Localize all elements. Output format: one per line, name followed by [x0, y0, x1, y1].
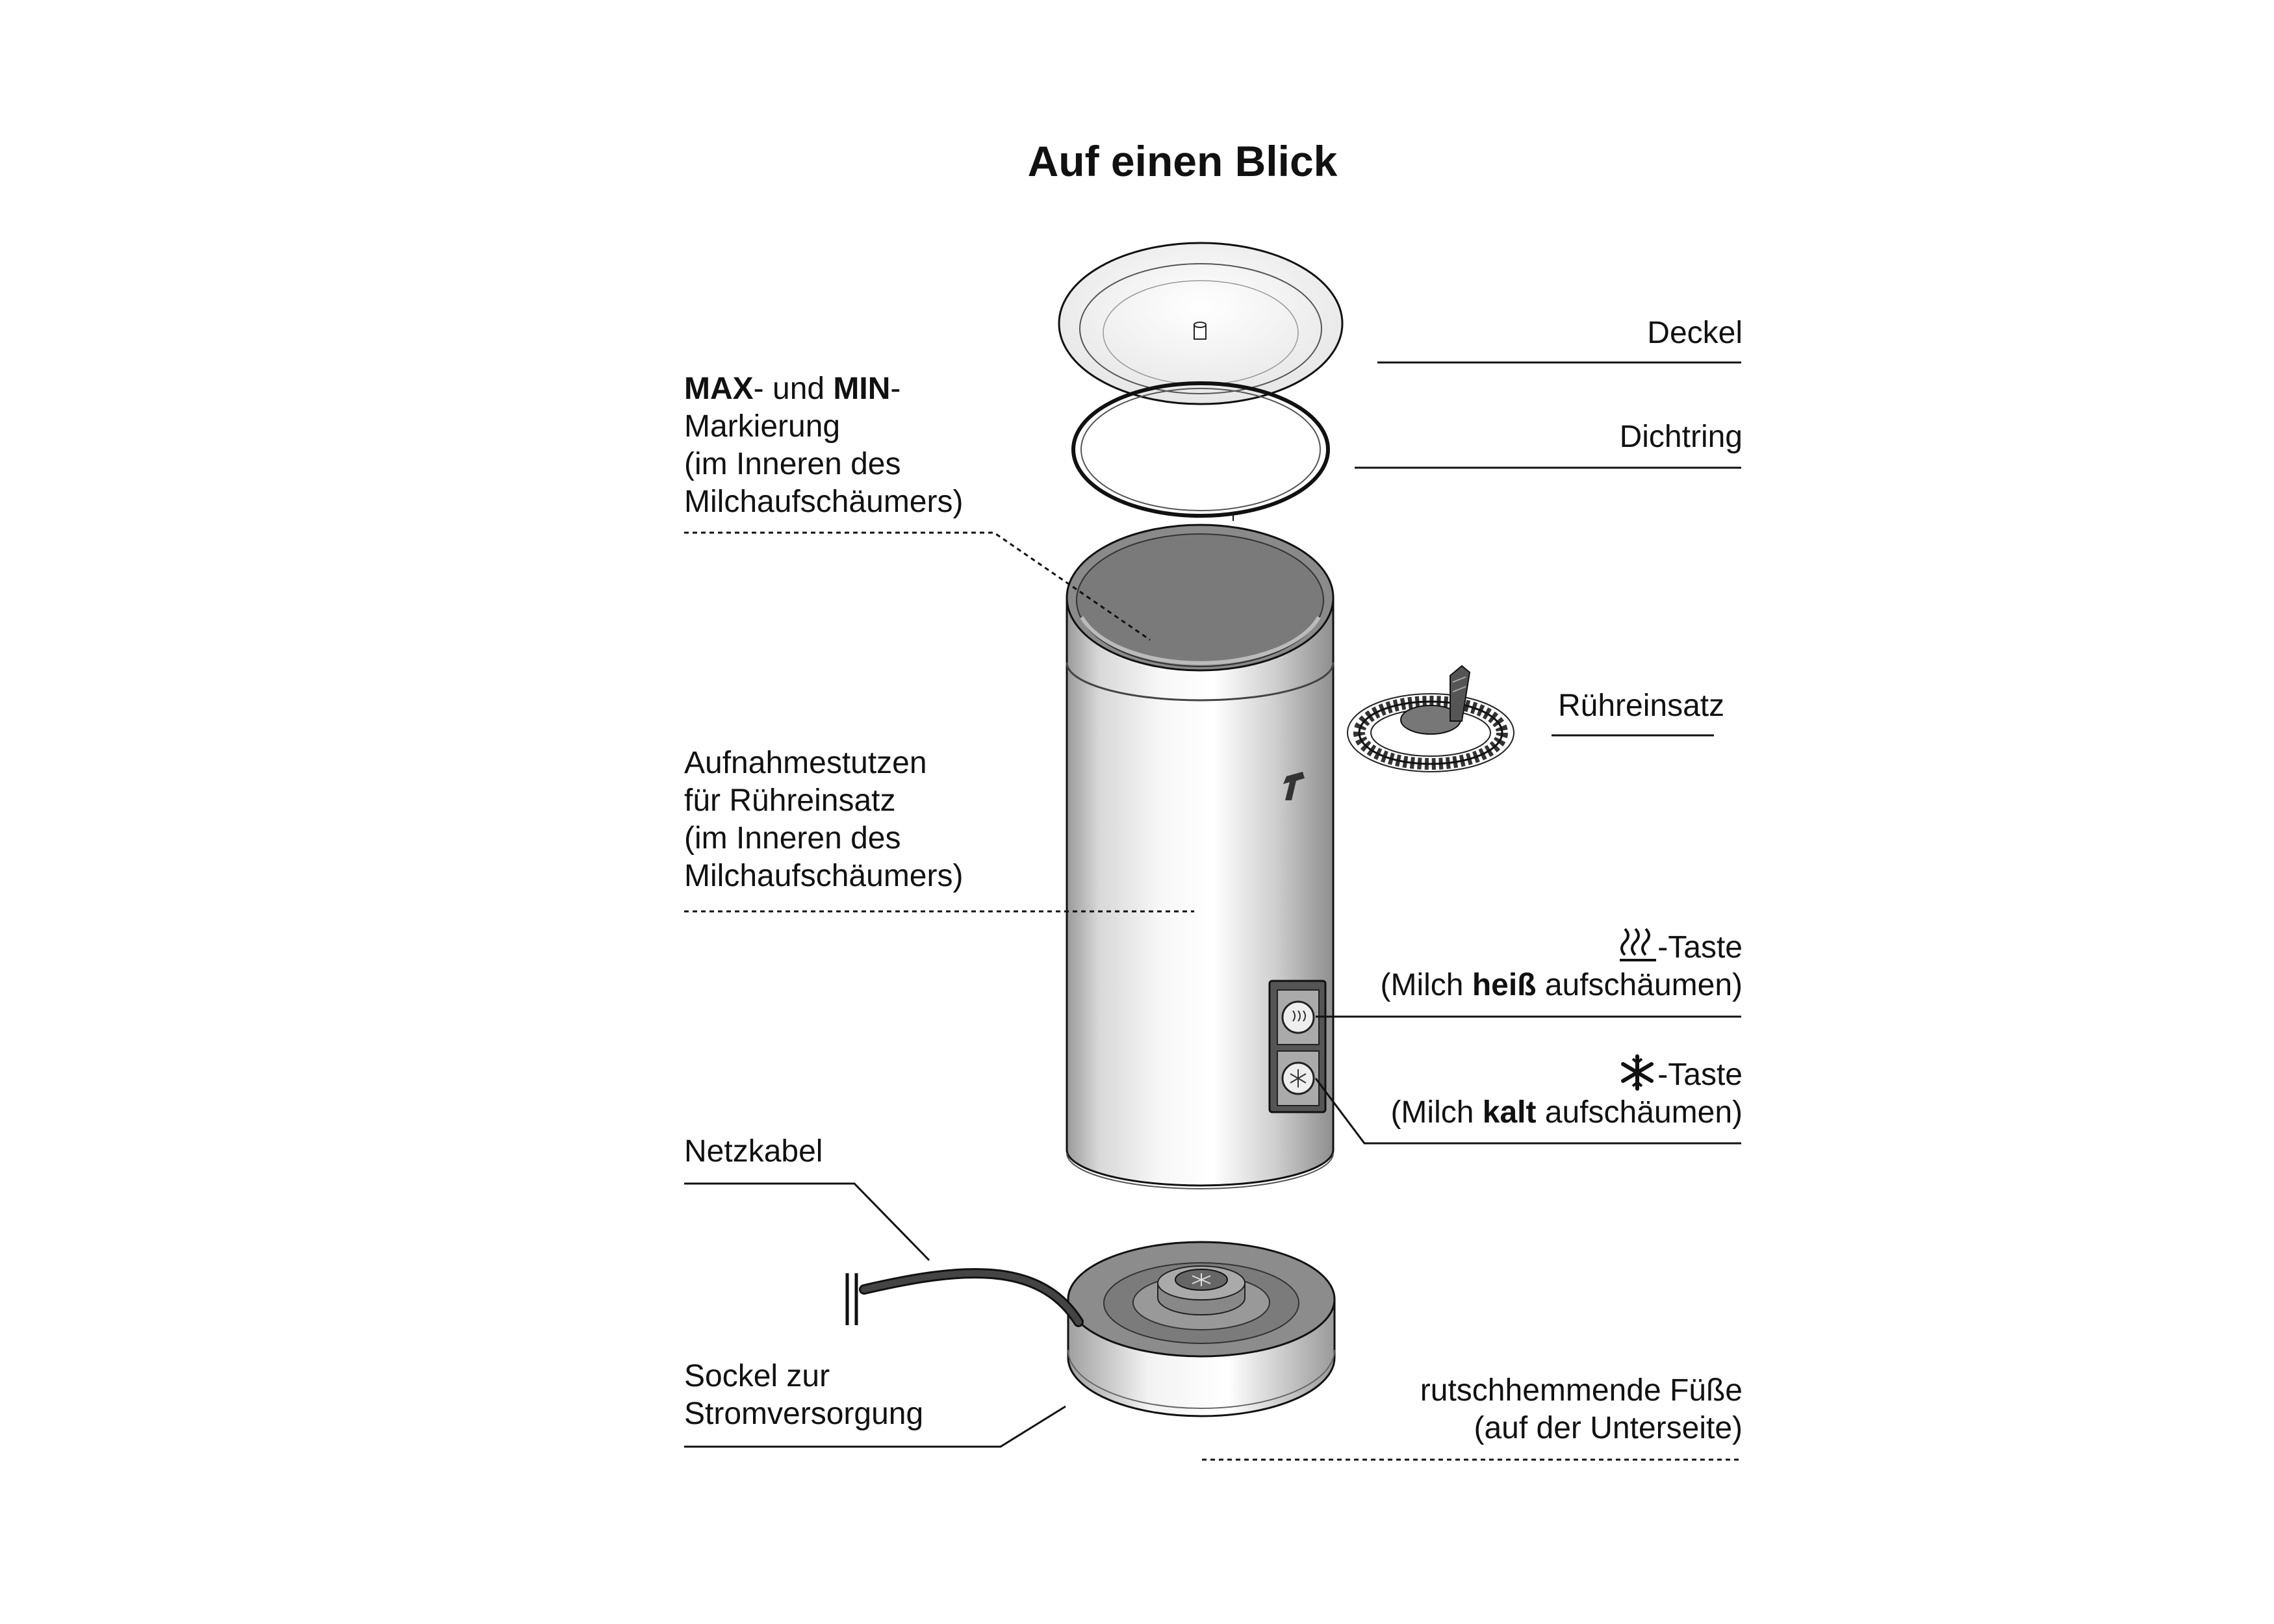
label-fuesse: rutschhemmende Füße (auf der Unterseite): [1420, 1373, 1743, 1445]
steam-icon: [1620, 928, 1657, 961]
lid: [1058, 242, 1344, 405]
sealing-ring: [1071, 381, 1330, 521]
label-sockel: Sockel zur Stromversorgung: [684, 1359, 924, 1431]
label-netzkabel: Netzkabel: [684, 1134, 823, 1169]
whisk-attachment: [1347, 665, 1514, 772]
leader-netzkabel: [684, 1182, 930, 1262]
leader-cold: [1314, 1078, 1741, 1145]
label-dichtring: Dichtring: [1619, 420, 1743, 454]
leader-sockel: [684, 1405, 1066, 1448]
leader-max-min: [684, 531, 1151, 641]
frother-body: [1066, 524, 1335, 1189]
label-aufnahmestutzen: Aufnahmestutzen für Rühreinsatz (im Inne…: [684, 746, 964, 893]
label-ruehreinsatz: Rühreinsatz: [1558, 689, 1725, 723]
power-base: [845, 1241, 1336, 1417]
label-deckel: Deckel: [1647, 316, 1743, 350]
label-cold-button: -Taste (Milch kalt aufschäumen): [1390, 1054, 1743, 1132]
control-panel: [1268, 980, 1327, 1113]
hot-button-knob: [1281, 1000, 1315, 1034]
page-title: Auf einen Blick: [1027, 137, 1338, 185]
label-max-min: MAX- und MIN- Markierung (im Inneren des…: [684, 372, 964, 519]
leader-lines: [684, 361, 1741, 1461]
snowflake-icon: [1621, 1054, 1654, 1091]
brand-logo-icon: [1283, 772, 1305, 800]
label-hot-button: -Taste (Milch heiß aufschäumen): [1380, 926, 1743, 1004]
